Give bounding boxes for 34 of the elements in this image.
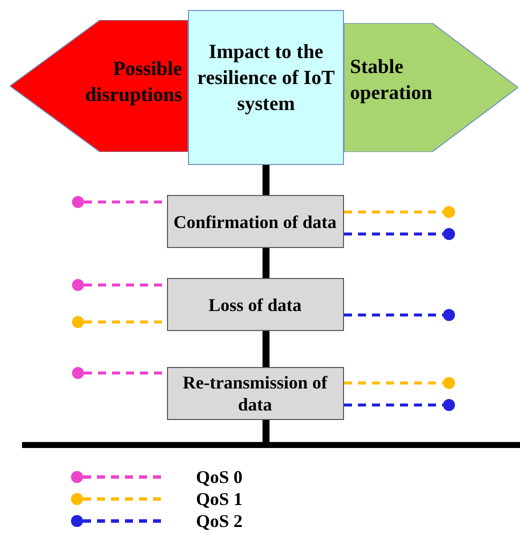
dashed-connector: [344, 210, 443, 214]
legend-label: QoS 1: [196, 488, 243, 510]
node-label: Impact to the resilience of IoT system: [196, 40, 336, 117]
right-arrow-shape: [344, 23, 518, 152]
dashed-connector: [344, 404, 443, 406]
trunk-line: [262, 420, 270, 442]
endpoint-dot: [72, 367, 84, 379]
endpoint-dot: [443, 399, 455, 411]
endpoint-dot: [443, 206, 455, 218]
central-box: [188, 10, 344, 165]
node-label: Stable operation: [350, 55, 434, 106]
process-box: [167, 278, 344, 331]
endpoint-dot: [72, 279, 84, 291]
trunk-line: [262, 248, 270, 278]
endpoint-dot: [443, 228, 455, 240]
node-label: Re-transmission of data: [182, 371, 328, 416]
dashed-connector: [344, 382, 443, 384]
endpoint-dot: [443, 309, 455, 321]
legend-label: QoS 2: [196, 510, 243, 532]
trunk-line: [262, 331, 270, 367]
node-label: Possible disruptions: [84, 57, 182, 108]
baseline-bar: [22, 442, 520, 448]
node-label: Confirmation of data: [172, 210, 338, 233]
dashed-connector: [344, 232, 443, 236]
endpoint-dot: [72, 196, 84, 208]
dashed-connector: [344, 314, 443, 316]
node-label: Loss of data: [207, 293, 302, 316]
endpoint-dot: [443, 377, 455, 389]
process-box: [167, 367, 344, 420]
endpoint-dot: [72, 316, 84, 328]
process-box: [167, 195, 344, 248]
trunk-line: [262, 165, 270, 195]
legend-label: QoS 0: [196, 466, 243, 488]
left-arrow-shape: [10, 20, 188, 152]
